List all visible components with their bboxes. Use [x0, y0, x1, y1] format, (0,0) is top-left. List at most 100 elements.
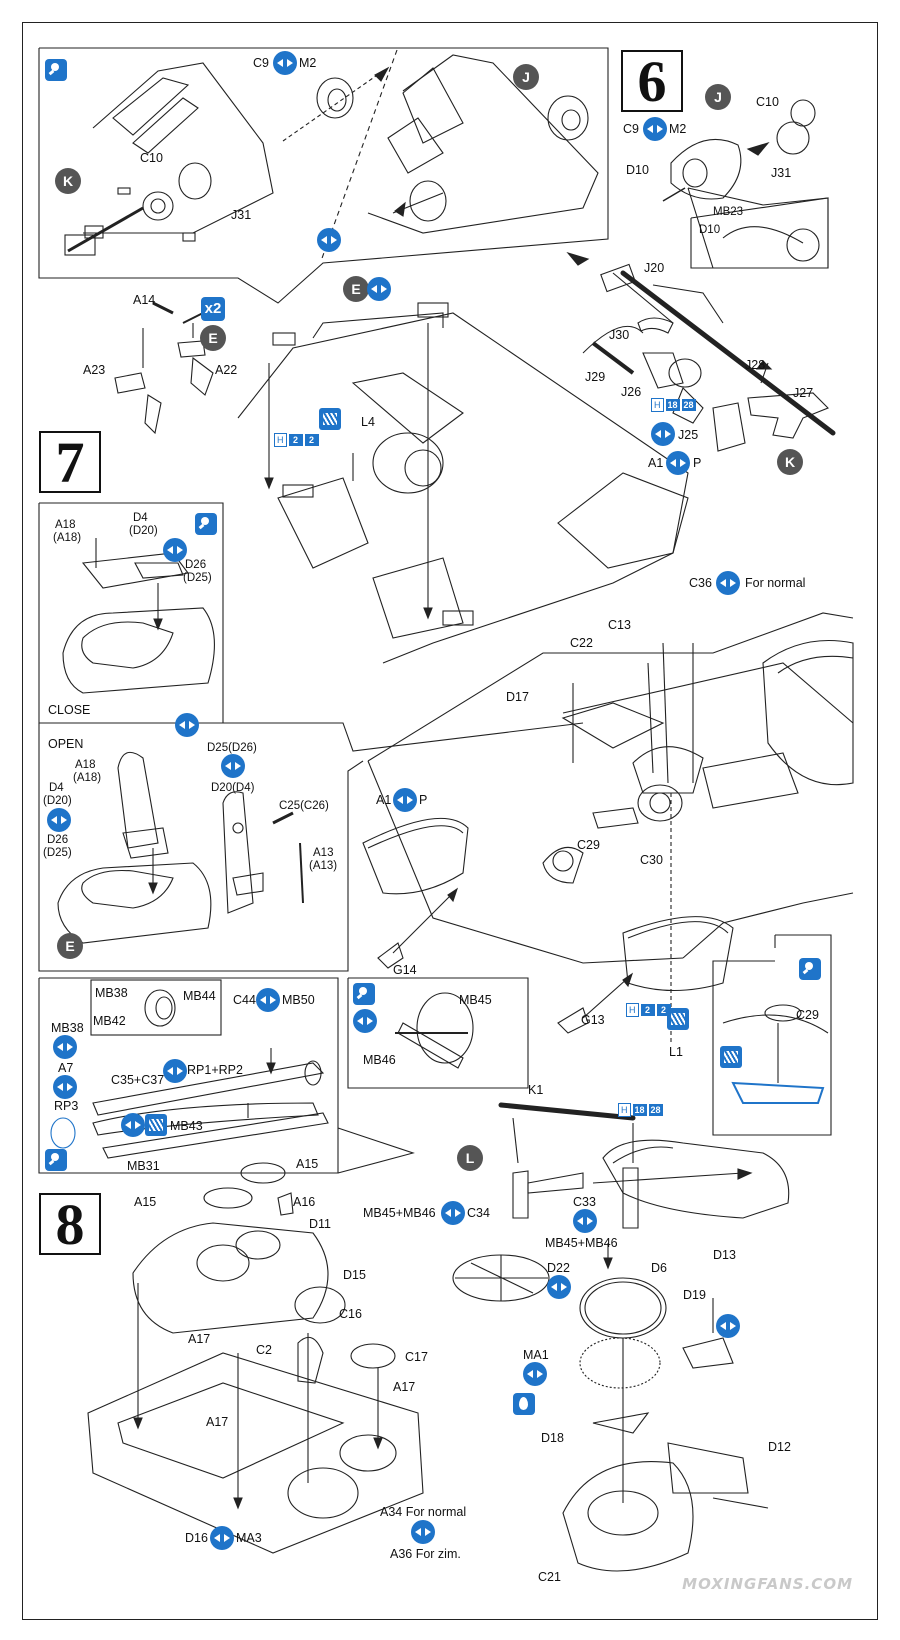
part-label-k1: K1 — [528, 1083, 544, 1097]
part-label-a1: A1 — [376, 793, 392, 807]
part-label-c16: C16 — [339, 1307, 362, 1321]
step-number-6: 6 — [621, 50, 683, 112]
step-number-7: 7 — [39, 431, 101, 493]
two-option-icon — [175, 713, 199, 737]
part-label-c10: C10 — [756, 95, 779, 109]
step6-detail-box — [690, 197, 829, 269]
step6-inset-left-hull — [64, 62, 390, 256]
part-label-d4: D4 — [133, 512, 148, 524]
callout-k-icon: K — [55, 168, 81, 194]
part-label-mb50: MB50 — [282, 993, 315, 1007]
two-option-icon — [643, 117, 667, 141]
callout-k-icon: K — [777, 449, 803, 475]
part-label-d15: D15 — [343, 1268, 366, 1282]
two-option-icon — [221, 754, 245, 778]
two-option-icon — [121, 1113, 145, 1137]
part-label-mb45-mb46: MB45+MB46 — [545, 1236, 618, 1250]
two-option-icon — [573, 1209, 597, 1233]
part-label-mb31: MB31 — [127, 1159, 160, 1173]
part-label-d26-alt: (D25) — [183, 572, 212, 584]
two-option-icon — [53, 1035, 77, 1059]
part-label-a17: A17 — [188, 1332, 211, 1346]
step6-hull-deck — [237, 302, 689, 664]
two-option-icon — [256, 988, 280, 1012]
part-label-j25: J25 — [678, 428, 699, 442]
step7-hull — [362, 612, 854, 1043]
part-label-c25: C25(C26) — [279, 800, 329, 812]
part-label-c35-c37: C35+C37 — [111, 1073, 165, 1087]
watermark: MOXINGFANS.COM — [682, 1575, 853, 1593]
two-option-icon — [666, 451, 690, 475]
part-label-l4: L4 — [361, 415, 375, 429]
part-label-a18-alt: (A18) — [73, 772, 102, 784]
part-label-m2: M2 — [299, 56, 317, 70]
part-label-d11: D11 — [309, 1217, 332, 1231]
step6-inset-right-hull — [367, 54, 599, 234]
part-label-a34: A34 For normal — [380, 1505, 467, 1519]
part-label-d26-alt: (D25) — [43, 847, 72, 859]
part-label-j26: J26 — [621, 385, 642, 399]
part-label-c2: C2 — [256, 1343, 272, 1357]
line-art — [38, 47, 854, 1572]
part-label-c9: C9 — [253, 56, 269, 70]
for-normal-note: For normal — [745, 576, 806, 590]
part-label-p: P — [693, 456, 702, 470]
two-option-icon — [273, 51, 297, 75]
step6-inset-frame — [38, 47, 609, 304]
part-label-a18: A18 — [75, 759, 96, 771]
photo-etch-part-icon — [667, 1008, 689, 1030]
close-label: CLOSE — [48, 703, 91, 717]
part-label-rp1-rp2: RP1+RP2 — [187, 1063, 243, 1077]
step7-open-hatch — [57, 751, 304, 944]
part-label-d4-alt: (D20) — [129, 525, 158, 537]
part-label-mb44: MB44 — [183, 989, 216, 1003]
glue-brush-icon — [45, 1149, 67, 1171]
part-label-mb46: MB46 — [363, 1053, 396, 1067]
part-label-d25: D25(D26) — [207, 742, 257, 754]
open-label: OPEN — [48, 737, 84, 751]
part-label-a17: A17 — [206, 1415, 229, 1429]
part-label-a13-alt: (A13) — [309, 860, 338, 872]
two-option-icon — [47, 808, 71, 832]
part-label-d10-detail: D10 — [699, 224, 721, 236]
part-label-a15: A15 — [296, 1157, 319, 1171]
step8-d22-assembly — [452, 1243, 769, 1572]
photo-etch-part-icon — [720, 1046, 742, 1068]
step8-hatch — [87, 1162, 424, 1554]
callout-e-icon: E — [200, 325, 226, 351]
two-option-icon — [163, 538, 187, 562]
part-label-a1: A1 — [648, 456, 664, 470]
step6-left-parts — [114, 301, 214, 435]
part-label-rp3: RP3 — [54, 1099, 79, 1113]
part-label-d4-alt: (D20) — [43, 795, 72, 807]
part-label-ma3: MA3 — [236, 1531, 262, 1545]
cement-drop-icon — [513, 1393, 535, 1415]
part-label-d12: D12 — [768, 1440, 791, 1454]
part-label-a18: A18 — [55, 519, 76, 531]
callout-l-icon: L — [457, 1145, 483, 1171]
part-label-mb45-mb46: MB45+MB46 — [363, 1206, 436, 1220]
step7-detail-inset — [712, 934, 832, 1136]
part-label-mb42: MB42 — [93, 1014, 126, 1028]
part-label-a17: A17 — [393, 1380, 416, 1394]
step8-k1-assembly — [498, 1102, 790, 1229]
part-label-c21: C21 — [538, 1570, 561, 1584]
part-label-a15: A15 — [134, 1195, 157, 1209]
two-option-icon — [163, 1059, 187, 1083]
part-label-g13: G13 — [581, 1013, 605, 1027]
photo-etch-part-icon — [145, 1114, 167, 1136]
two-option-icon — [317, 228, 341, 252]
part-label-d26: D26 — [185, 559, 207, 571]
part-label-c29: C29 — [577, 838, 600, 852]
part-label-c13: C13 — [608, 618, 631, 632]
two-option-icon — [353, 1009, 377, 1033]
part-label-d22: D22 — [547, 1261, 570, 1275]
part-label-d16: D16 — [185, 1531, 208, 1545]
part-label-ma1: MA1 — [523, 1348, 549, 1362]
part-label-j31: J31 — [771, 166, 792, 180]
two-option-icon — [651, 422, 675, 446]
part-label-g14: G14 — [393, 963, 417, 977]
part-label-mb38-side: MB38 — [51, 1021, 84, 1035]
part-label-a36: A36 For zim. — [390, 1547, 461, 1561]
